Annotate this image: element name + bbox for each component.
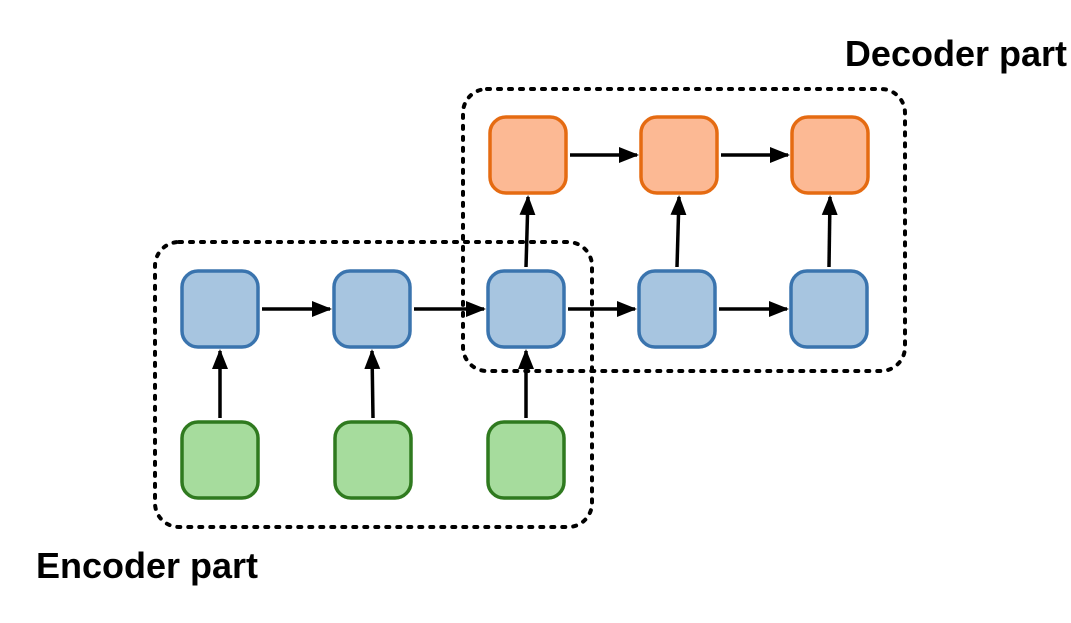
- hidden-node-h4: [637, 269, 717, 349]
- decoder-group-box: [461, 87, 907, 373]
- encoder-group-box: [153, 240, 594, 529]
- hidden-node-h1: [180, 269, 260, 349]
- input-node-x3: [486, 420, 566, 500]
- output-node-d2: [639, 115, 719, 195]
- input-node-x1: [180, 420, 260, 500]
- arrow-x2-to-h2: [364, 349, 381, 419]
- output-node-d3: [790, 115, 870, 195]
- edges-layer: [212, 147, 838, 419]
- input-node-x2: [333, 420, 413, 500]
- encoder-label: Encoder part: [36, 545, 258, 586]
- hidden-node-h2: [332, 269, 412, 349]
- decoder-label: Decoder part: [845, 33, 1067, 74]
- arrow-h4-to-d2: [670, 195, 687, 268]
- nodes-layer: [180, 115, 870, 500]
- hidden-node-h5: [789, 269, 869, 349]
- arrow-h3-to-d1: [519, 195, 536, 268]
- arrow-h5-to-d3: [821, 195, 838, 268]
- hidden-node-h3: [486, 269, 566, 349]
- output-node-d1: [488, 115, 568, 195]
